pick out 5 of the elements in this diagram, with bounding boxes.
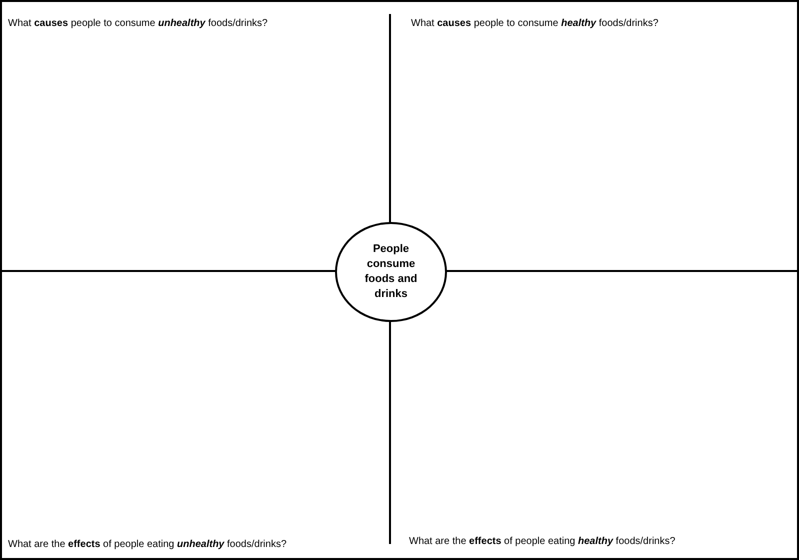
question-text: What causes people to consume unhealthy foods/drinks? — [8, 17, 268, 31]
center-text: People consume foods and drinks — [364, 242, 418, 302]
question-text: What causes people to consume healthy foods/drinks? — [411, 17, 658, 31]
question-text: What are the effects of people eating unhealthy foods/drinks? — [8, 538, 287, 552]
question-text: What are the effects of people eating healthy foods/drinks? — [409, 535, 676, 549]
